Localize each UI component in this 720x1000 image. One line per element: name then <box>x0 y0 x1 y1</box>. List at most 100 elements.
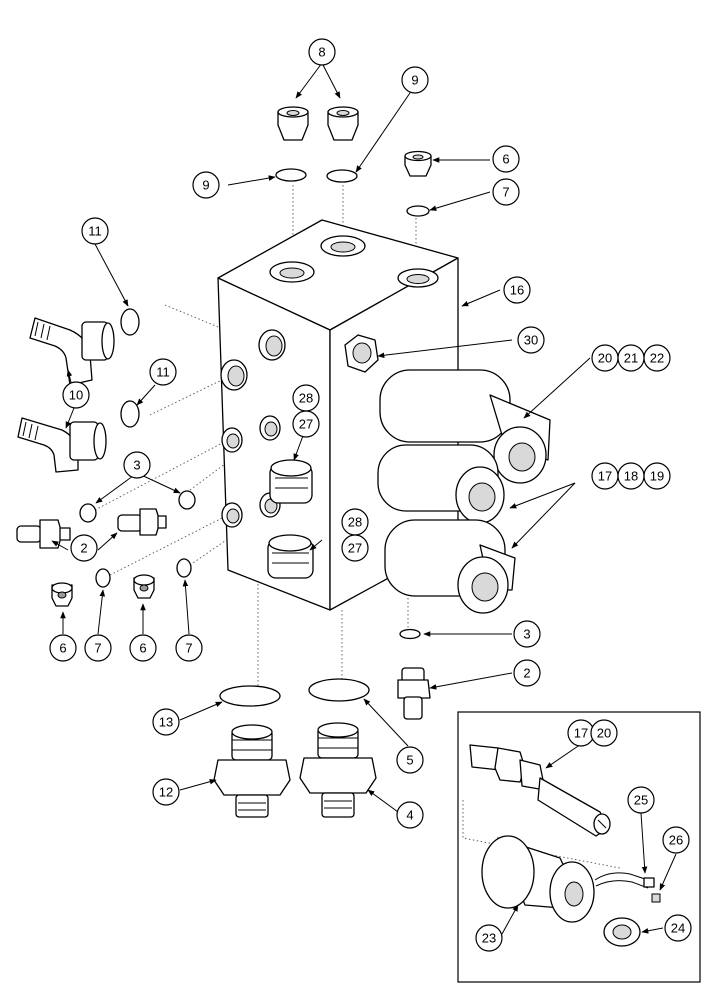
cartridge-17-20-detail <box>469 744 611 837</box>
svg-text:24: 24 <box>671 921 685 936</box>
callout-13: 13 <box>152 708 180 736</box>
o-ring-3-left <box>79 503 97 523</box>
cap-27-28-lower <box>267 534 314 579</box>
callout-28-upper: 28 <box>292 384 320 412</box>
svg-text:6: 6 <box>139 641 146 656</box>
adapter-fitting-4 <box>299 722 377 818</box>
o-ring-11-lower <box>120 400 140 428</box>
o-ring-7-top <box>406 205 430 217</box>
o-ring-9-left <box>275 168 307 182</box>
callout-8: 8 <box>308 38 336 66</box>
plug-6-left <box>51 582 73 607</box>
svg-text:22: 22 <box>650 351 664 366</box>
callout-12: 12 <box>152 778 180 806</box>
leader-lines <box>51 62 677 935</box>
elbow-fitting-10-upper <box>29 317 115 386</box>
plug-6-top <box>404 150 432 177</box>
plug-8-left <box>277 106 309 141</box>
callouts: 8 9 9 6 7 11 16 30 20 21 22 11 10 28 27 … <box>49 38 692 952</box>
o-ring-7-left <box>95 568 111 588</box>
callout-21: 21 <box>617 344 645 372</box>
svg-text:17: 17 <box>574 726 588 741</box>
o-ring-5 <box>308 678 370 702</box>
svg-text:9: 9 <box>202 178 209 193</box>
svg-text:13: 13 <box>159 715 173 730</box>
svg-text:3: 3 <box>133 458 140 473</box>
callout-18: 18 <box>617 462 645 490</box>
callout-5: 5 <box>396 746 424 774</box>
svg-text:12: 12 <box>159 785 173 800</box>
adapter-fitting-12 <box>213 724 291 818</box>
svg-text:23: 23 <box>482 931 496 946</box>
callout-25: 25 <box>627 786 655 814</box>
elbow-fitting-10-lower <box>17 417 107 473</box>
svg-text:11: 11 <box>88 224 102 239</box>
fitting-2-bottom <box>397 667 431 720</box>
terminal-26 <box>651 893 661 903</box>
svg-text:7: 7 <box>502 185 509 200</box>
solenoid-cartridge-17-18-19-upper <box>377 444 505 524</box>
svg-text:11: 11 <box>156 365 170 380</box>
o-ring-3-right <box>178 490 196 510</box>
callout-19: 19 <box>643 462 671 490</box>
callout-24: 24 <box>664 914 692 942</box>
svg-text:7: 7 <box>94 641 101 656</box>
svg-text:17: 17 <box>598 469 612 484</box>
svg-text:27: 27 <box>348 541 362 556</box>
wire-lead-25 <box>594 872 649 889</box>
callout-26: 26 <box>662 826 690 854</box>
callout-17: 17 <box>591 462 619 490</box>
svg-text:16: 16 <box>510 283 524 298</box>
nut-24-detail <box>603 917 641 947</box>
o-ring-3-bottom <box>399 628 421 640</box>
svg-text:21: 21 <box>624 351 638 366</box>
o-ring-9-right <box>326 169 358 183</box>
callout-22: 22 <box>643 344 671 372</box>
callout-3-bottom: 3 <box>513 620 541 648</box>
callout-7-top: 7 <box>492 178 520 206</box>
svg-text:2: 2 <box>80 541 87 556</box>
svg-text:2: 2 <box>523 666 530 681</box>
connector-25 <box>643 877 655 888</box>
callout-30: 30 <box>517 326 545 354</box>
callout-7-right: 7 <box>175 634 203 662</box>
callout-20: 20 <box>591 344 619 372</box>
o-ring-13 <box>219 685 281 707</box>
callout-2-left: 2 <box>70 534 98 562</box>
svg-text:19: 19 <box>650 469 664 484</box>
svg-text:3: 3 <box>523 627 530 642</box>
svg-text:4: 4 <box>406 808 413 823</box>
svg-text:9: 9 <box>411 73 418 88</box>
fitting-2-left <box>16 519 71 549</box>
callout-2-bottom: 2 <box>513 659 541 687</box>
svg-text:28: 28 <box>299 391 313 406</box>
solenoid-cartridge-17-18-19-lower <box>384 519 516 614</box>
svg-text:5: 5 <box>406 753 413 768</box>
callout-3-left: 3 <box>123 451 151 479</box>
plug-8-right <box>327 106 359 141</box>
svg-text:8: 8 <box>318 45 325 60</box>
o-ring-7-right <box>176 558 192 578</box>
callout-11-upper: 11 <box>81 217 109 245</box>
solenoid-coil-23-detail <box>481 835 595 923</box>
plug-6-middle <box>133 574 155 599</box>
cap-27-28-upper <box>269 459 313 504</box>
callout-6-left: 6 <box>49 634 77 662</box>
hex-plug-30 <box>344 334 379 373</box>
solenoid-detail-inset <box>457 711 701 983</box>
callout-17-inset: 17 <box>567 719 595 747</box>
callout-7-left: 7 <box>84 634 112 662</box>
svg-text:18: 18 <box>624 469 638 484</box>
callout-27-lower: 27 <box>341 534 369 562</box>
svg-text:6: 6 <box>59 641 66 656</box>
callout-9-left: 9 <box>192 171 220 199</box>
callout-27-upper: 27 <box>292 410 320 438</box>
callout-9-top: 9 <box>401 66 429 94</box>
svg-text:20: 20 <box>598 351 612 366</box>
callout-10: 10 <box>62 381 90 409</box>
callout-6-middle: 6 <box>129 634 157 662</box>
svg-text:20: 20 <box>597 726 611 741</box>
callout-23: 23 <box>475 924 503 952</box>
callout-4: 4 <box>396 801 424 829</box>
